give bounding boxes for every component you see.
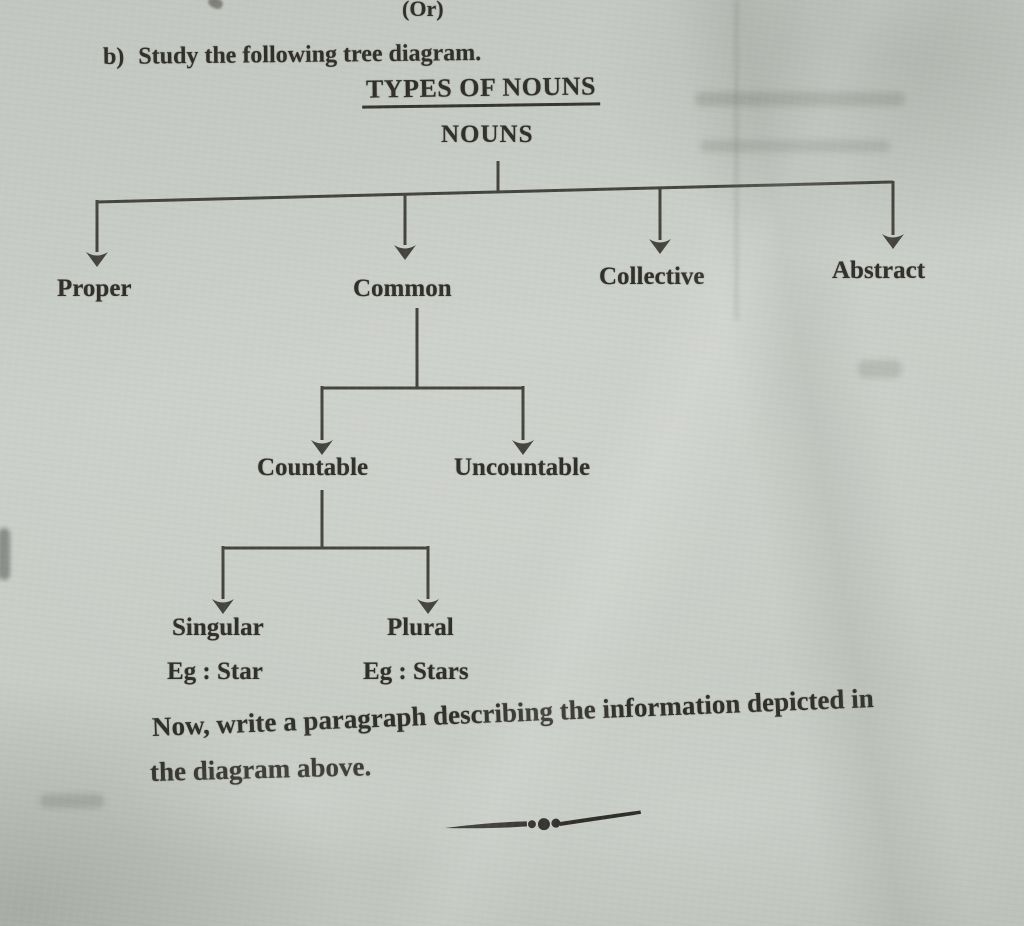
arrow-down-icon (882, 234, 904, 249)
flourish-left-taper (445, 821, 528, 829)
tree-node-abstract: Abstract (832, 257, 926, 284)
tree-node-collective: Collective (599, 263, 705, 290)
tree-node-uncountable: Uncountable (454, 454, 591, 481)
arrow-down-icon (394, 245, 416, 260)
arrow-down-icon (512, 440, 534, 455)
tree-node-countable: Countable (257, 454, 369, 481)
tree-node-proper: Proper (57, 275, 132, 302)
flourish-dot (527, 820, 536, 829)
tree-node-singular-example: Eg : Star (167, 658, 263, 685)
flourish-right-taper (559, 810, 642, 826)
arrow-down-icon (86, 252, 108, 267)
arrowheads (86, 234, 904, 614)
tree-node-singular: Singular (172, 614, 264, 641)
flourish-dot (537, 818, 550, 831)
tree-node-plural: Plural (387, 614, 454, 641)
tree-root-label: NOUNS (441, 121, 534, 148)
arrow-down-icon (212, 599, 234, 614)
arrow-down-icon (649, 239, 671, 254)
arrow-down-icon (417, 599, 439, 614)
tree-branch-lines (95, 161, 895, 599)
divider-flourish (445, 810, 642, 831)
tree-node-common: Common (353, 275, 452, 302)
tree-node-plural-example: Eg : Stars (363, 658, 469, 685)
flourish-dot (551, 818, 561, 828)
level1-horizontal-line (96, 180, 894, 204)
arrow-down-icon (311, 440, 333, 455)
or-label: (Or) (402, 0, 444, 21)
